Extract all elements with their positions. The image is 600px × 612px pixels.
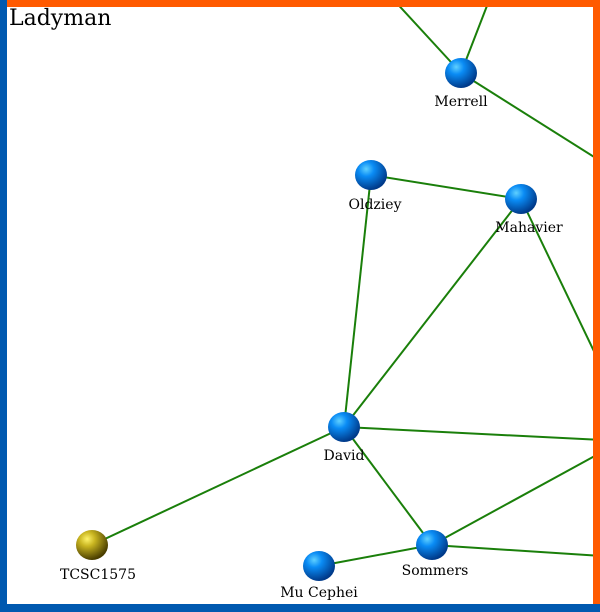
edge-Sommers-MuCephei: [318, 544, 433, 567]
node-label: Merrell: [434, 94, 488, 110]
node-sphere[interactable]: [328, 412, 360, 442]
node-sphere[interactable]: [355, 160, 387, 190]
edge-Oldziey-Mahavier: [370, 174, 522, 200]
border-bottom: [0, 604, 600, 612]
border-left: [0, 0, 7, 612]
border-right: [593, 0, 600, 605]
node-Sommers[interactable]: Sommers: [402, 530, 469, 579]
node-David[interactable]: David: [324, 412, 365, 464]
node-label: David: [324, 448, 365, 464]
edge-Mahavier-David: [343, 198, 522, 428]
edge-Merrell-offscreen-right-1: [460, 72, 600, 162]
node-MuCephei[interactable]: Mu Cephei: [280, 551, 358, 601]
node-label: Sommers: [402, 563, 469, 579]
edges-layer: [91, 0, 600, 567]
node-label: Mahavier: [495, 220, 563, 236]
edge-David-offscreen-right-3: [343, 426, 600, 441]
edge-Oldziey-David: [343, 174, 372, 428]
edge-David-Sommers: [343, 426, 433, 546]
edge-Sommers-offscreen-right-5: [431, 544, 600, 557]
node-sphere[interactable]: [76, 530, 108, 560]
edge-Merrell-offscreen-top-1: [392, 0, 462, 74]
node-Merrell[interactable]: Merrell: [434, 58, 488, 110]
node-sphere[interactable]: [505, 184, 537, 214]
node-Mahavier[interactable]: Mahavier: [495, 184, 563, 236]
graph-title: Ladyman: [9, 6, 112, 31]
node-label: Oldziey: [349, 197, 402, 213]
node-sphere[interactable]: [303, 551, 335, 581]
edge-Mahavier-offscreen-right-2: [520, 198, 600, 367]
node-label: Mu Cephei: [280, 585, 358, 601]
node-label: TCSC1575: [60, 567, 136, 583]
edge-Sommers-offscreen-right-4: [431, 451, 600, 546]
node-Oldziey[interactable]: Oldziey: [349, 160, 402, 213]
node-TCSC1575[interactable]: TCSC1575: [60, 530, 136, 583]
node-sphere[interactable]: [416, 530, 448, 560]
edge-David-TCSC1575: [91, 426, 345, 546]
node-sphere[interactable]: [445, 58, 477, 88]
border-top: [0, 0, 600, 7]
